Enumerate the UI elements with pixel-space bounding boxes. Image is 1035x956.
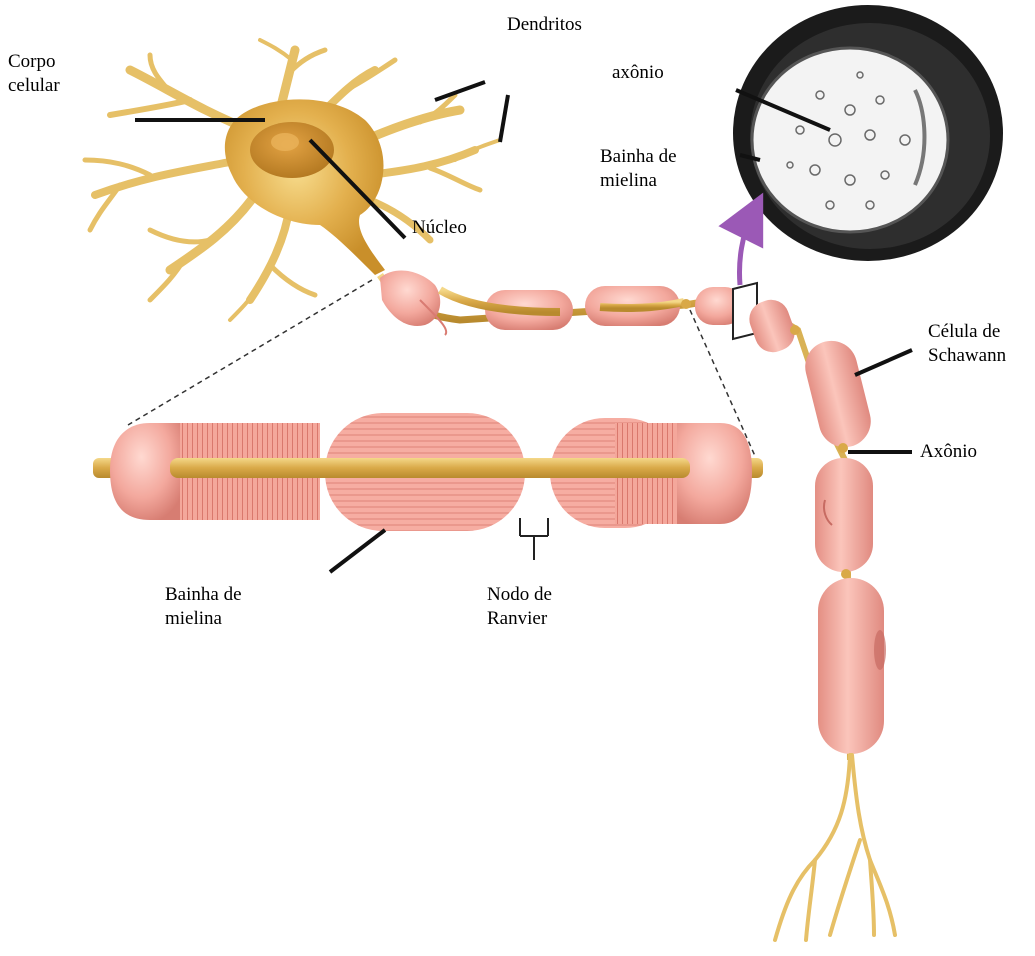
axon-cross-section bbox=[733, 5, 1003, 285]
label-nucleo: Núcleo bbox=[412, 216, 467, 240]
axon-vertical bbox=[744, 295, 886, 760]
cell-body bbox=[225, 99, 385, 275]
axon-terminals bbox=[775, 755, 895, 940]
label-bainha-mielina: Bainha de mielina bbox=[165, 583, 242, 631]
label-axonio: Axônio bbox=[920, 440, 977, 464]
label-nodo-ranvier: Nodo de Ranvier bbox=[487, 583, 552, 631]
axon-upper bbox=[380, 271, 757, 339]
label-corpo-celular: Corpo celular bbox=[8, 50, 60, 98]
label-bainha-corte: Bainha de mielina bbox=[600, 145, 677, 193]
label-axonio-corte: axônio bbox=[612, 61, 664, 85]
label-celula-schwann: Célula de Schawann bbox=[928, 320, 1006, 368]
label-dendritos: Dendritos bbox=[507, 13, 582, 37]
enlarged-myelin-segment bbox=[93, 413, 763, 560]
